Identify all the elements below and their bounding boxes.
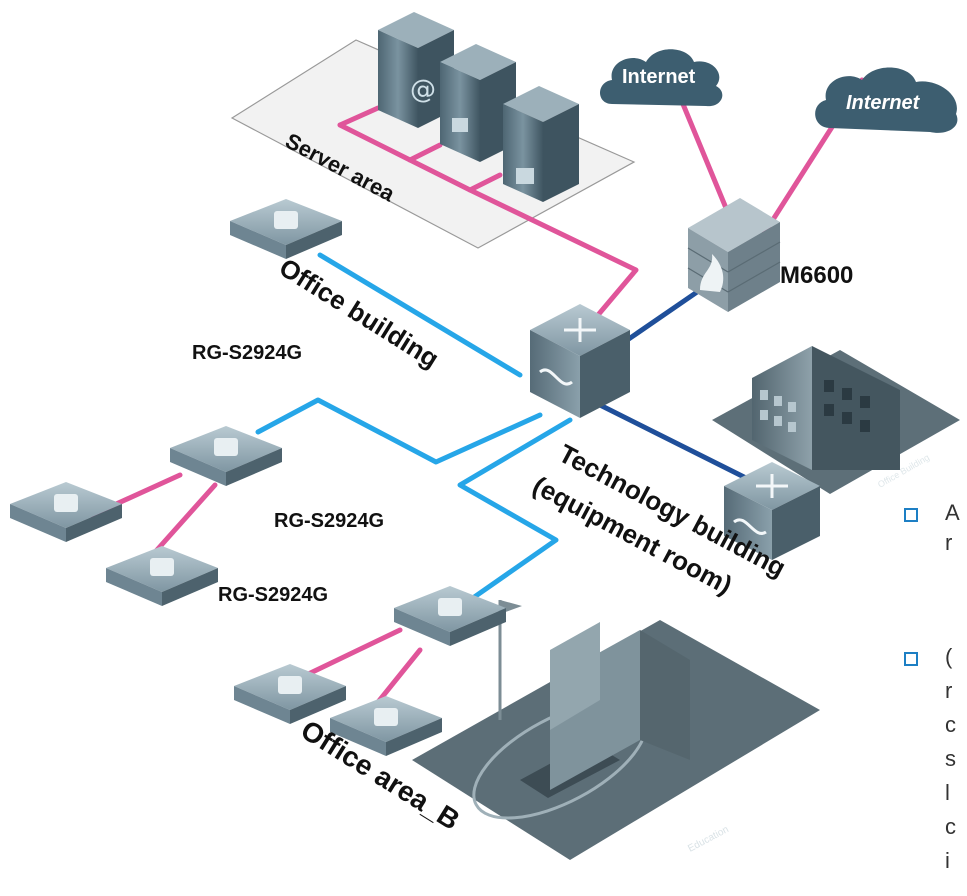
server-3 [503, 86, 579, 202]
office-building: Office Building [712, 346, 960, 494]
bullet-2-line-7: i [945, 848, 950, 873]
bullet-2-line-2: r [945, 678, 953, 703]
server-bus-link [337, 105, 381, 128]
links [89, 77, 865, 715]
internet-2-label: Internet [846, 92, 920, 114]
database-icon [516, 168, 534, 184]
rg-s2924g-low-label: RG-S2924G [218, 584, 329, 606]
education-building: Education [412, 600, 820, 860]
office-core-link [317, 252, 523, 378]
core-officeb-link [457, 417, 573, 603]
firewall-core-link [617, 287, 703, 348]
server-1: @ [378, 12, 454, 128]
rg-s2924g-mid-label: RG-S2924G [274, 510, 385, 532]
internet-cloud-2 [815, 67, 958, 133]
bullet-1-line-1: A [945, 500, 960, 525]
storage-icon [452, 118, 468, 132]
flame-icon [700, 254, 724, 292]
m6600-label: M6600 [780, 262, 854, 289]
server-bus-link-2 [337, 122, 413, 163]
internet1-link [675, 89, 736, 228]
rg-s2924g-top-label: RG-S2924G [192, 342, 303, 364]
mail-icon: @ [410, 75, 436, 105]
switch-mid-left [10, 482, 122, 542]
core-switch [530, 304, 630, 418]
core-mid-link [255, 397, 543, 465]
bullet-2-line-3: c [945, 712, 956, 737]
switch-office-building [230, 199, 342, 259]
switch-office-b-low [330, 696, 442, 756]
internet-1-label: Internet [622, 66, 696, 88]
bullet-1 [904, 508, 918, 522]
technology-switch [724, 462, 820, 560]
education-sign: Education [686, 824, 730, 855]
bullet-2-line-1: ( [945, 644, 953, 669]
server-bus-link-3 [407, 142, 443, 163]
bullet-2-line-4: s [945, 746, 956, 771]
b-left-link [297, 627, 403, 681]
internet-cloud-1 [600, 49, 723, 107]
core-tech-link [597, 402, 763, 488]
server-to-core-link [467, 187, 639, 318]
switch-office-b [394, 586, 506, 646]
bullet-2-line-6: c [945, 814, 956, 839]
bullet-2 [904, 652, 918, 666]
switch-mid-low [106, 546, 218, 606]
switch-mid [170, 426, 282, 486]
bullet-2-line-5: l [945, 780, 950, 805]
switch-office-b-left [234, 664, 346, 724]
firewall-device [687, 198, 781, 312]
bullet-1-line-2: r [945, 530, 953, 555]
